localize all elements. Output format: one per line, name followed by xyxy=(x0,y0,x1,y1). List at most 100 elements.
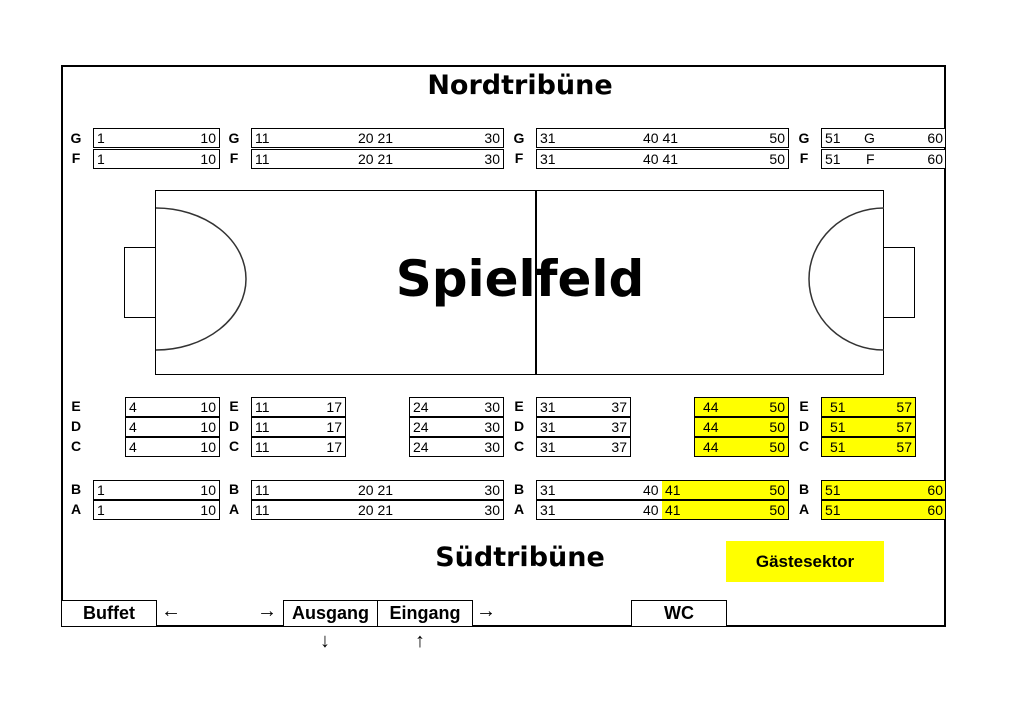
guest-seat-block-d-5[interactable]: 44 50 xyxy=(694,417,789,437)
row-label-d: D xyxy=(798,418,810,434)
seat-mid: G xyxy=(864,130,875,146)
field-title: Spielfeld xyxy=(395,250,645,308)
row-label-b: B xyxy=(513,481,525,497)
seat-block-g-4[interactable]: 51 G 60 xyxy=(821,128,946,148)
seat-end: 10 xyxy=(200,399,216,415)
seat-block-e-2[interactable]: 11 17 xyxy=(251,397,346,417)
row-label-f: F xyxy=(229,150,239,166)
seat-mid-start: 41 xyxy=(665,482,681,498)
guest-seat-block-b-4[interactable]: 51 60 xyxy=(821,480,946,500)
row-label-g: G xyxy=(70,130,82,146)
seat-start: 31 xyxy=(540,399,556,415)
guest-seat-block-e-5[interactable]: 44 50 xyxy=(694,397,789,417)
seat-mid: 20 21 xyxy=(358,502,394,518)
seat-start: 1 xyxy=(97,482,105,498)
row-label-c: C xyxy=(228,438,240,454)
seat-block-b-1[interactable]: 1 10 xyxy=(93,480,220,500)
seat-block-c-2[interactable]: 11 17 xyxy=(251,437,346,457)
stadium-frame xyxy=(61,65,946,627)
seat-start: 51 xyxy=(825,482,841,498)
exit-box[interactable]: Ausgang xyxy=(283,600,378,627)
seat-block-g-3[interactable]: 31 40 41 50 xyxy=(536,128,789,148)
seat-start: 31 xyxy=(540,151,556,167)
seat-block-a-1[interactable]: 1 10 xyxy=(93,500,220,520)
seat-block-f-1[interactable]: 1 10 xyxy=(93,149,220,169)
seat-block-d-4[interactable]: 31 37 xyxy=(536,417,631,437)
seat-block-f-4[interactable]: 51 F 60 xyxy=(821,149,946,169)
seat-block-g-2[interactable]: 11 20 21 30 xyxy=(251,128,504,148)
row-label-a: A xyxy=(70,501,82,517)
row-label-g: G xyxy=(228,130,240,146)
seat-end: 37 xyxy=(611,399,627,415)
seat-block-b-3[interactable]: 31 40 41 50 xyxy=(536,480,789,500)
row-label-a: A xyxy=(228,501,240,517)
guest-segment xyxy=(662,481,788,499)
seat-block-d-3[interactable]: 24 30 xyxy=(409,417,504,437)
guest-seat-block-e-6[interactable]: 51 57 xyxy=(821,397,916,417)
seat-mid: 20 21 xyxy=(358,151,394,167)
seat-start: 11 xyxy=(255,419,270,435)
seat-start: 51 xyxy=(830,419,846,435)
guest-segment xyxy=(662,501,788,519)
entrance-box[interactable]: Eingang xyxy=(377,600,473,627)
seat-start: 51 xyxy=(825,502,841,518)
arrow-up-icon: ↑ xyxy=(415,630,425,652)
guest-seat-block-d-6[interactable]: 51 57 xyxy=(821,417,916,437)
seat-start: 11 xyxy=(255,482,270,498)
seat-block-a-2[interactable]: 11 20 21 30 xyxy=(251,500,504,520)
seat-start: 31 xyxy=(540,439,556,455)
seat-block-c-4[interactable]: 31 37 xyxy=(536,437,631,457)
seat-block-a-3[interactable]: 31 40 41 50 xyxy=(536,500,789,520)
seat-mid-end: 40 xyxy=(643,502,659,518)
seat-end: 50 xyxy=(769,399,785,415)
seat-block-d-2[interactable]: 11 17 xyxy=(251,417,346,437)
seat-start: 11 xyxy=(255,399,270,415)
seat-block-c-3[interactable]: 24 30 xyxy=(409,437,504,457)
north-stand-title: Nordtribüne xyxy=(427,70,613,101)
seat-start: 24 xyxy=(413,419,429,435)
seat-start: 44 xyxy=(703,439,719,455)
seat-start: 24 xyxy=(413,399,429,415)
seat-start: 4 xyxy=(129,399,137,415)
seat-end: 10 xyxy=(200,439,216,455)
seat-mid-end: 40 xyxy=(643,482,659,498)
seat-start: 44 xyxy=(703,419,719,435)
seat-block-d-1[interactable]: 4 10 xyxy=(125,417,220,437)
seat-end: 10 xyxy=(200,151,216,167)
guest-sector-label: Gästesektor xyxy=(726,541,884,582)
south-stand-title: Südtribüne xyxy=(435,542,605,573)
right-goal xyxy=(883,247,915,318)
seat-end: 60 xyxy=(927,151,943,167)
seat-end: 50 xyxy=(769,419,785,435)
seat-mid: 20 21 xyxy=(358,482,394,498)
seat-block-b-2[interactable]: 11 20 21 30 xyxy=(251,480,504,500)
seat-start: 24 xyxy=(413,439,429,455)
guest-seat-block-c-6[interactable]: 51 57 xyxy=(821,437,916,457)
guest-seat-block-a-4[interactable]: 51 60 xyxy=(821,500,946,520)
arrow-right-icon: → xyxy=(476,600,496,622)
row-label-f: F xyxy=(71,150,81,166)
seat-end: 17 xyxy=(326,439,342,455)
seat-block-e-4[interactable]: 31 37 xyxy=(536,397,631,417)
seat-block-f-2[interactable]: 11 20 21 30 xyxy=(251,149,504,169)
row-label-g: G xyxy=(798,130,810,146)
row-label-c: C xyxy=(513,438,525,454)
seat-end: 10 xyxy=(200,419,216,435)
row-label-d: D xyxy=(513,418,525,434)
buffet-box[interactable]: Buffet xyxy=(61,600,157,627)
seat-block-e-3[interactable]: 24 30 xyxy=(409,397,504,417)
wc-box[interactable]: WC xyxy=(631,600,727,627)
seat-end: 30 xyxy=(484,399,500,415)
seat-block-c-1[interactable]: 4 10 xyxy=(125,437,220,457)
seat-block-f-3[interactable]: 31 40 41 50 xyxy=(536,149,789,169)
seat-end: 30 xyxy=(484,482,500,498)
row-label-f: F xyxy=(799,150,809,166)
seat-start: 4 xyxy=(129,439,137,455)
seat-block-e-1[interactable]: 4 10 xyxy=(125,397,220,417)
seat-end: 50 xyxy=(769,502,785,518)
seat-block-g-1[interactable]: 1 10 xyxy=(93,128,220,148)
guest-seat-block-c-5[interactable]: 44 50 xyxy=(694,437,789,457)
row-label-c: C xyxy=(798,438,810,454)
seat-start: 51 xyxy=(830,399,846,415)
seat-start: 11 xyxy=(255,130,270,146)
